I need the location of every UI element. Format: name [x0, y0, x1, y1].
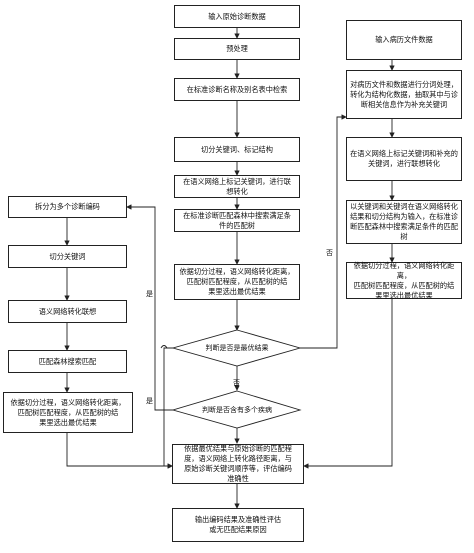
input-medical-record-box: 输入病历文件数据	[346, 20, 462, 60]
output-result-box: 输出编码结果及准确性评估 或无匹配结果原因	[172, 508, 304, 542]
search-standard-name-box: 在标准诊断名称及别名表中检索	[174, 78, 300, 101]
tokenize-records-box: 对病历文件和数据进行分词处理， 转化为结构化数据，抽取其中与诊 断相关信息作为补…	[346, 70, 462, 119]
label-no-best: 否	[326, 249, 333, 257]
right-select-best-box: 依据切分过程，语义网络转化距离， 匹配树匹配程度，从匹配树的结 果里选出最优结果	[346, 261, 462, 300]
select-best-result-box: 依据切分过程，语义网络转化距离， 匹配树匹配程度，从匹配树的结 果里选出最优结果	[174, 264, 300, 300]
evaluate-accuracy-box: 依据最优结果与原始诊断的匹配程 度，语义网络上转化路径距离，与 原始诊断关键词顺…	[172, 444, 304, 484]
left-forest-search-box: 匹配森林搜索匹配	[8, 350, 127, 373]
preprocess-box: 预处理	[174, 38, 300, 60]
left-semantic-association-box: 语义网络转化联想	[8, 300, 127, 323]
label-yes-best: 是	[146, 397, 153, 405]
split-multiple-codes-box: 拆分为多个诊断编码	[8, 196, 127, 218]
label-no-multiple: 否	[233, 379, 240, 387]
search-matching-forest-box: 在标准诊断匹配森林中搜索满足条 件的匹配树	[174, 209, 300, 232]
split-keywords-box: 切分关键词、标记结构	[174, 137, 300, 162]
right-semantic-association-box: 在语义网络上标记关键词和补充的 关键词，进行联想转化	[346, 137, 462, 181]
semantic-association-box: 在语义网络上标记关键词，进行联 想转化	[174, 175, 300, 198]
right-forest-search-box: 以关键词和关键词在语义网络转化 结果和切分结构为输入，在标准诊 断匹配森林中搜索…	[346, 200, 462, 244]
left-split-keywords-box: 切分关键词	[8, 245, 127, 268]
decision-best-result: 判断是否是最优结果	[205, 344, 269, 352]
input-raw-diagnosis-box: 输入原始诊断数据	[174, 5, 300, 28]
left-select-best-box: 依据切分过程，语义网络转化距离， 匹配树匹配程度，从匹配树的结 果里选出最优结果	[3, 392, 133, 433]
decision-multiple-diseases: 判断是否含有多个疾病	[202, 406, 272, 414]
label-yes-multiple: 是	[146, 290, 153, 298]
